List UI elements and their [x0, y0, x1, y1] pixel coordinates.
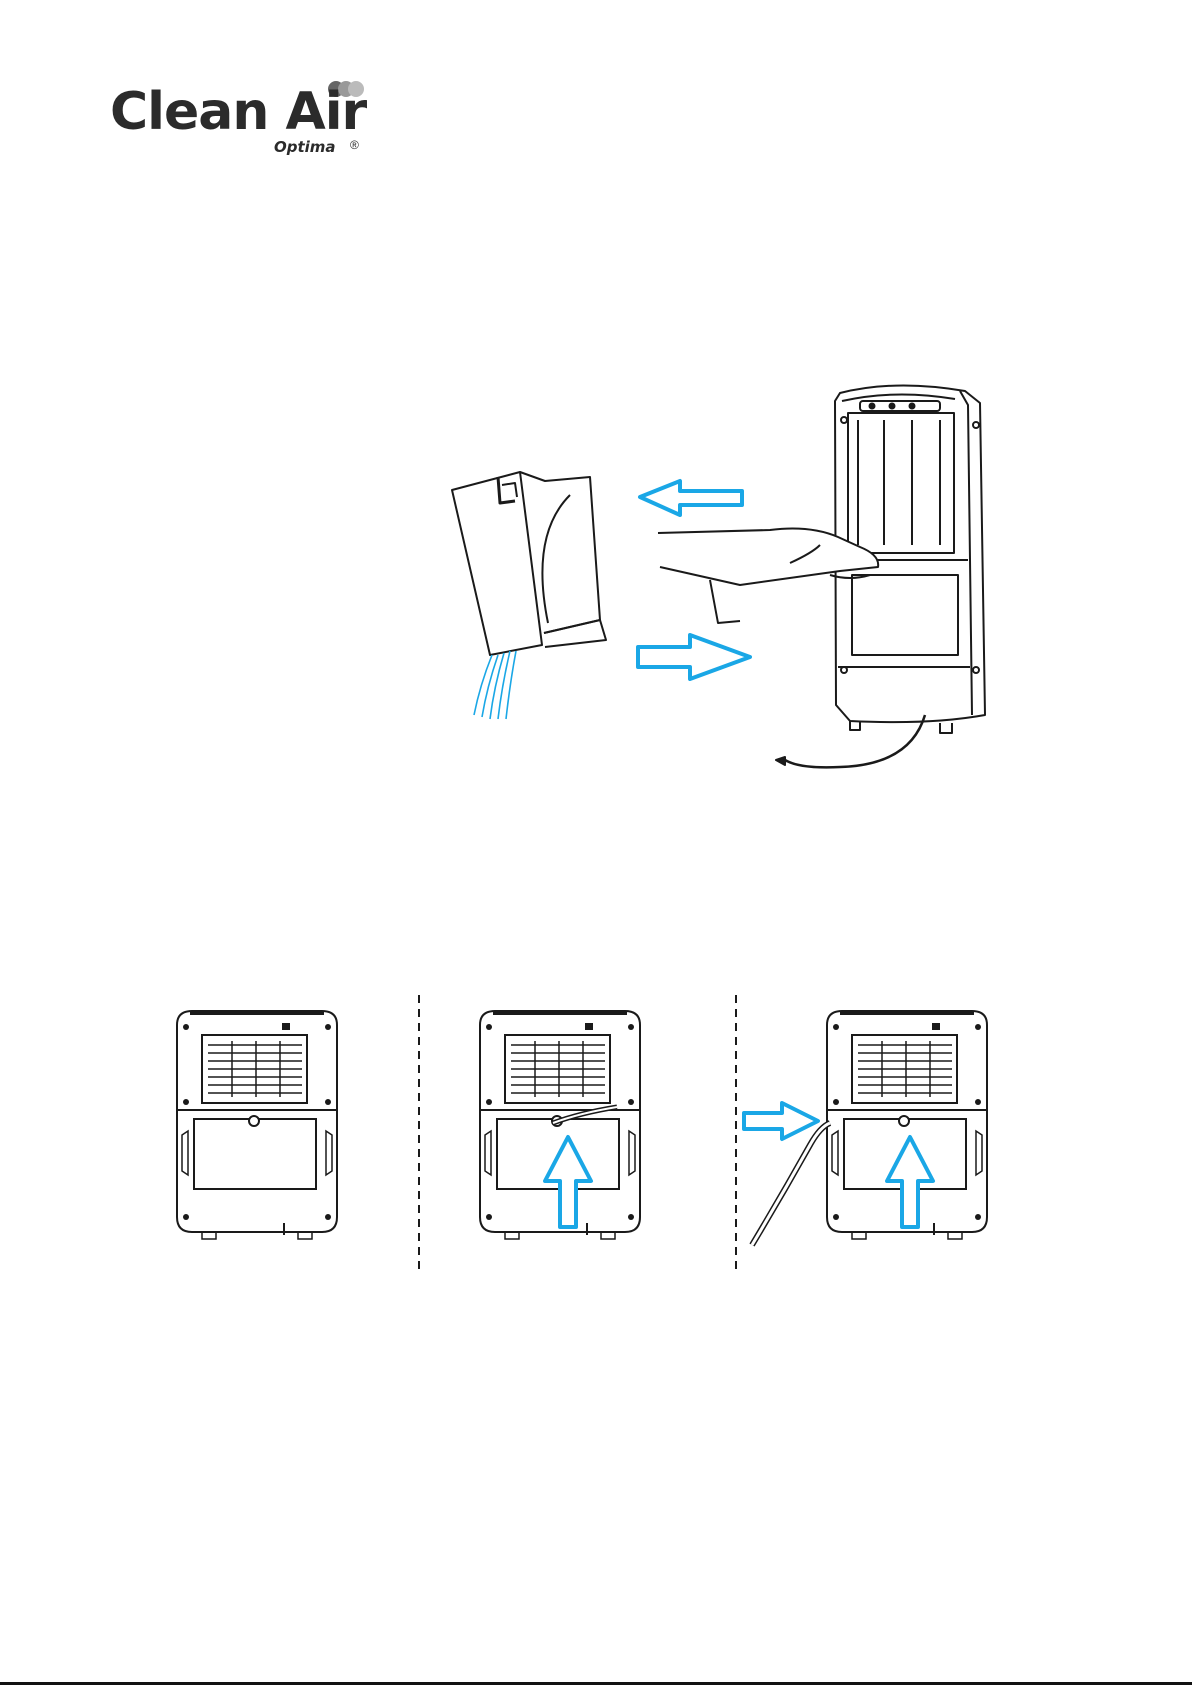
- arrow-right-icon: [638, 635, 750, 679]
- panel-3-unit: [744, 1011, 987, 1245]
- registered-mark: ®: [350, 138, 359, 152]
- panel-1-unit: [177, 1011, 337, 1239]
- logo-wordmark: Clean Air: [110, 86, 366, 138]
- empty-tank-illustration: [440, 385, 1050, 775]
- water-tank: [452, 472, 606, 655]
- water-stream: [474, 651, 516, 719]
- panel-2-unit: [480, 1011, 640, 1239]
- drainage-options-illustration: [170, 995, 1020, 1270]
- logo-subtitle: Optima: [274, 138, 336, 156]
- arrow-left-icon: [640, 481, 742, 515]
- brand-logo: Clean Air Optima ®: [110, 80, 370, 160]
- arrow-right-icon: [744, 1103, 818, 1139]
